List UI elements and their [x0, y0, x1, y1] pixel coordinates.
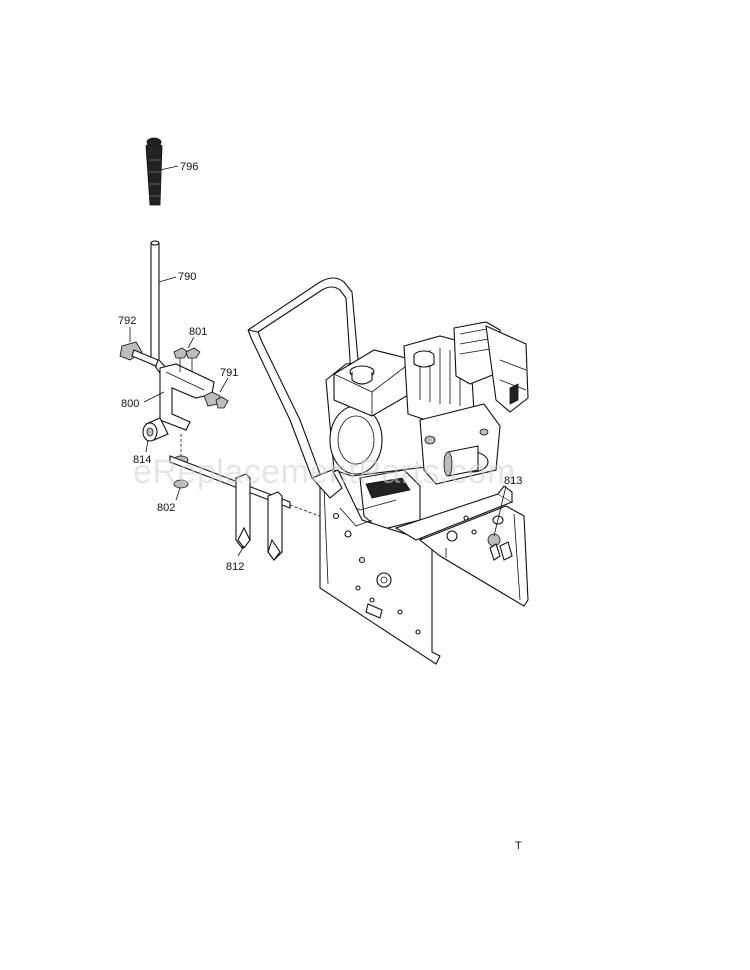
handle-frame: [247, 277, 361, 479]
shift-shaft-assembly: [169, 455, 331, 561]
callout-labels: 796 790 792 801 791 800 814 802 812 813: [118, 161, 522, 573]
belt-housing: [339, 469, 421, 531]
engine: [325, 321, 529, 485]
callout-812: 812: [226, 561, 244, 573]
callout-813: 813: [504, 475, 522, 487]
bushing: [142, 417, 169, 442]
callout-792: 792: [118, 315, 136, 327]
callout-801: 801: [189, 326, 207, 338]
leader-lines: [129, 165, 507, 557]
shift-bracket-assembly: [119, 341, 229, 431]
callout-791: 791: [220, 367, 238, 379]
callout-814: 814: [133, 454, 151, 466]
frame-plates: [311, 469, 529, 665]
callout-800: 800: [121, 398, 139, 410]
corner-mark: T: [515, 840, 522, 852]
shift-rod: [149, 240, 171, 377]
callout-802: 802: [157, 502, 175, 514]
shift-handle-grip: [145, 137, 163, 206]
watermark-text: eReplacementParts.com: [133, 453, 516, 491]
callout-796: 796: [180, 161, 198, 173]
callout-790: 790: [178, 271, 196, 283]
